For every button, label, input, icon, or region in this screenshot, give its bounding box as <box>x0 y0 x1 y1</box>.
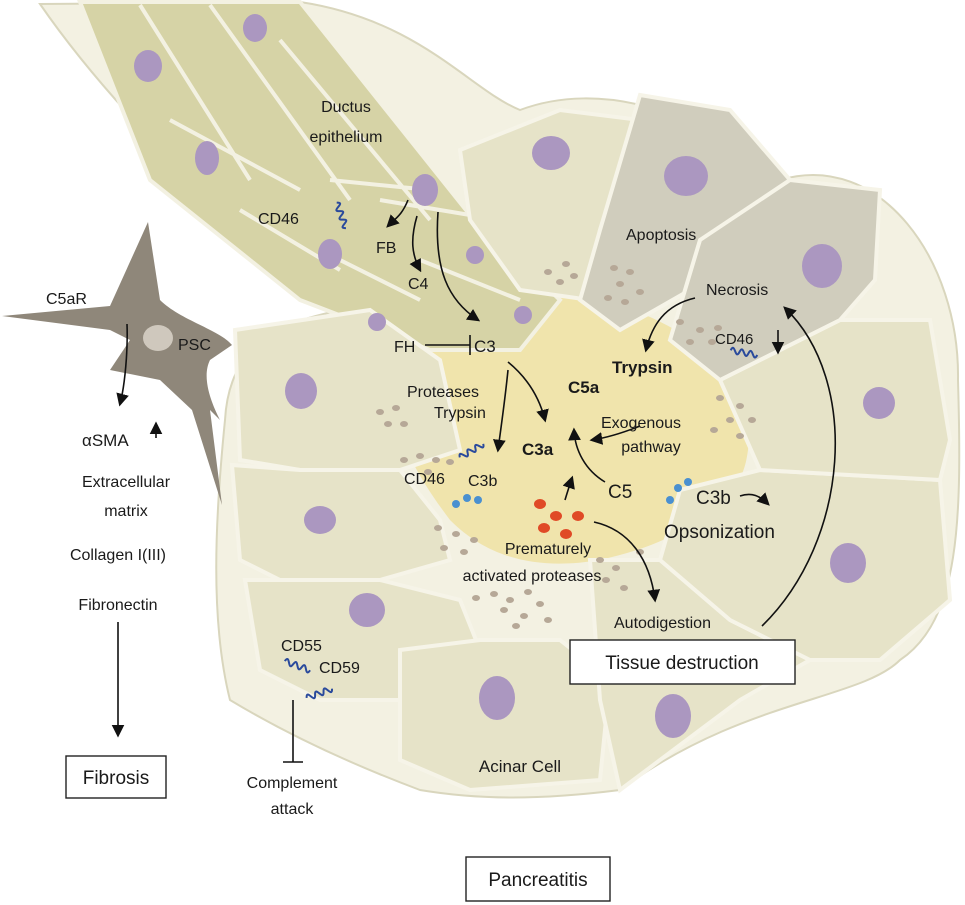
label-c4: C4 <box>408 276 429 293</box>
label-asma: αSMA <box>82 431 129 450</box>
diagram-labels: Ductus epithelium CD46 FB C4 C3 FH Apopt… <box>46 99 775 891</box>
label-fibrosis: Fibrosis <box>83 768 150 789</box>
inhibition-lines <box>283 335 471 763</box>
label-opsonization: Opsonization <box>664 522 775 543</box>
label-acinar-cell: Acinar Cell <box>479 757 561 776</box>
label-prematurely-2: activated proteases <box>463 568 602 585</box>
label-c5a: C5a <box>568 378 600 397</box>
label-cd46-top: CD46 <box>258 211 299 228</box>
label-necrosis: Necrosis <box>706 282 768 299</box>
pancreatitis-box <box>465 856 611 902</box>
label-trypsin-bold: Trypsin <box>612 358 672 377</box>
zymogen-granules <box>376 261 756 629</box>
pathway-arrows <box>111 199 837 738</box>
nuclei <box>134 14 895 738</box>
label-ecm-1: Extracellular <box>82 474 171 491</box>
label-prematurely-1: Prematurely <box>505 541 591 558</box>
label-psc: PSC <box>178 337 211 354</box>
label-autodigestion: Autodigestion <box>614 615 711 632</box>
label-c3b-left: C3b <box>468 473 497 490</box>
c3b-dots <box>452 478 692 508</box>
label-ductus-1: Ductus <box>321 99 371 116</box>
label-tissue-destruction: Tissue destruction <box>605 653 758 674</box>
label-cd55: CD55 <box>281 638 322 655</box>
psc-nucleus <box>143 325 173 351</box>
label-c3: C3 <box>474 337 496 356</box>
fibrosis-box <box>65 755 167 799</box>
label-c5ar: C5aR <box>46 291 87 308</box>
label-pancreatitis: Pancreatitis <box>488 870 587 891</box>
label-complement-1: Complement <box>247 775 338 792</box>
psc-cell <box>2 222 232 505</box>
activated-protease-dots <box>534 499 584 539</box>
label-ductus-2: epithelium <box>310 129 383 146</box>
label-complement-2: attack <box>271 801 315 818</box>
label-cd46-right: CD46 <box>715 331 753 348</box>
label-fh: FH <box>394 339 415 356</box>
cd46-receptor-icons <box>283 201 759 700</box>
label-exogenous-2: pathway <box>621 439 681 456</box>
label-apoptosis: Apoptosis <box>626 227 696 244</box>
label-cd59: CD59 <box>319 660 360 677</box>
label-exogenous-1: Exogenous <box>601 415 681 432</box>
label-proteases: Proteases <box>407 384 479 401</box>
label-c3a: C3a <box>522 440 554 459</box>
label-fibronectin: Fibronectin <box>78 597 157 614</box>
label-ecm-2: matrix <box>104 503 148 520</box>
label-cd46-mid: CD46 <box>404 471 445 488</box>
label-c3b-right: C3b <box>696 488 731 509</box>
label-c5: C5 <box>608 482 632 503</box>
label-fb: FB <box>376 240 396 257</box>
label-collagen: Collagen I(III) <box>70 547 166 564</box>
necrotic-cell <box>667 177 883 383</box>
label-trypsin: Trypsin <box>434 405 486 422</box>
tissue-destruction-box <box>569 639 796 685</box>
